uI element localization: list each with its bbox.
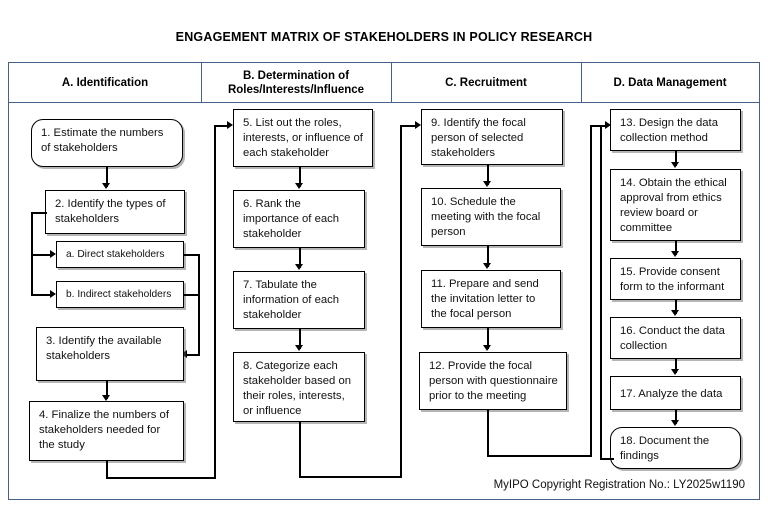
column-header-d-label: D. Data Management (613, 76, 727, 89)
connector-12-right (487, 455, 592, 457)
step-box-5[interactable]: 5. List out the roles, interests, or inf… (233, 109, 373, 167)
step-box-2a[interactable]: a. Direct stakeholders (56, 241, 184, 268)
arrow-16-to-17 (671, 369, 680, 375)
arrow-1-to-2 (102, 183, 111, 189)
step-box-11[interactable]: 11. Prepare and send the invitation lett… (421, 270, 561, 328)
arrow-4-to-5 (227, 121, 233, 129)
step-box-12[interactable]: 12. Provide the focal person with questi… (419, 352, 567, 410)
connector-8-up (400, 125, 402, 477)
arrow-14-to-15 (671, 251, 680, 257)
step-box-9[interactable]: 9. Identify the focal person of selected… (421, 109, 563, 165)
arrow-2-to-a (50, 250, 56, 258)
step-box-16[interactable]: 16. Conduct the data collection (610, 317, 741, 359)
connector-1-to-2 (106, 167, 108, 187)
step-box-2b[interactable]: b. Indirect stakeholders (56, 281, 184, 308)
step-box-3[interactable]: 3. Identify the available stakeholders (36, 327, 184, 381)
step-box-4[interactable]: 4. Finalize the numbers of stakeholders … (29, 401, 184, 461)
column-header-b: B. Determination of Roles/Interests/Infl… (201, 63, 391, 103)
connector-12-to-13 (590, 125, 608, 127)
arrow-8-to-9 (415, 121, 421, 129)
step-box-8[interactable]: 8. Categorize each stakeholder based on … (233, 352, 365, 422)
arrow-9-to-10 (483, 181, 492, 187)
arrow-3-to-4 (102, 395, 111, 401)
connector-15-to-16 (675, 300, 677, 314)
step-box-13[interactable]: 13. Design the data collection method (610, 109, 741, 151)
column-header-row: A. Identification B. Determination of Ro… (9, 63, 759, 103)
connector-18-feedback-bottom (600, 458, 614, 460)
arrow-13-to-14 (671, 162, 680, 168)
arrow-7-to-8 (295, 345, 304, 351)
connector-4-right (106, 477, 216, 479)
step-box-10[interactable]: 10. Schedule the meeting with the focal … (421, 188, 561, 246)
connector-11-to-12 (487, 328, 489, 349)
column-header-c: C. Recruitment (391, 63, 581, 103)
step-box-17[interactable]: 17. Analyze the data (610, 376, 741, 410)
step-box-1[interactable]: 1. Estimate the numbers of stakeholders (31, 119, 183, 167)
connector-12-up (590, 125, 592, 457)
column-header-c-label: C. Recruitment (445, 76, 527, 89)
connector-5-to-6 (299, 167, 301, 187)
step-box-14[interactable]: 14. Obtain the ethical approval from eth… (610, 169, 741, 241)
column-divider-3 (581, 63, 582, 103)
step-box-18[interactable]: 18. Document the findings (610, 427, 741, 469)
connector-14-to-15 (675, 241, 677, 255)
arrow-11-to-12 (483, 345, 492, 351)
connector-a-out (184, 254, 200, 256)
step-box-2[interactable]: 2. Identify the types of stakeholders (45, 190, 185, 234)
connector-12-down (487, 410, 489, 457)
connector-13-to-14 (675, 151, 677, 166)
connector-8-to-9 (400, 125, 418, 127)
arrow-10-to-11 (483, 263, 492, 269)
arrow-5-to-6 (295, 183, 304, 189)
page-title: ENGAGEMENT MATRIX OF STAKEHOLDERS IN POL… (175, 30, 593, 44)
connector-4-up (214, 125, 216, 478)
copyright-note: MyIPO Copyright Registration No.: LY2025… (493, 479, 745, 491)
connector-3-to-4 (106, 381, 108, 399)
step-box-6[interactable]: 6. Rank the importance of each stakehold… (233, 190, 365, 248)
column-header-b-stack: B. Determination of Roles/Interests/Infl… (228, 69, 364, 98)
engagement-matrix-frame: A. Identification B. Determination of Ro… (8, 62, 760, 500)
column-divider-2 (391, 63, 392, 103)
arrow-17-to-18 (671, 420, 680, 426)
connector-2-branch-vertical (31, 212, 33, 295)
connector-10-to-11 (487, 246, 489, 267)
arrow-ab-to-3 (181, 350, 187, 358)
connector-18-feedback-vertical (600, 125, 602, 460)
connector-ab-merge (198, 254, 200, 356)
connector-4-down (106, 461, 108, 479)
connector-6-to-7 (299, 248, 301, 268)
connector-2-to-a (31, 254, 53, 256)
step-box-15[interactable]: 15. Provide consent form to the informan… (610, 258, 741, 300)
arrow-15-to-16 (671, 310, 680, 316)
connector-2-branch-stub (31, 212, 47, 214)
connector-17-to-18 (675, 410, 677, 424)
column-header-b-line1: B. Determination of (242, 69, 350, 82)
connector-2-to-b (31, 294, 53, 296)
step-box-7[interactable]: 7. Tabulate the information of each stak… (233, 271, 365, 329)
arrow-6-to-7 (295, 264, 304, 270)
connector-8-down (299, 422, 301, 478)
connector-8-right (299, 476, 402, 478)
connector-9-to-10 (487, 165, 489, 185)
column-header-b-line2: Roles/Interests/Influence (227, 84, 365, 96)
column-header-a-label: A. Identification (61, 76, 149, 89)
arrow-2-to-b (50, 290, 56, 298)
connector-ab-to-3 (185, 354, 199, 356)
column-header-a: A. Identification (9, 63, 201, 103)
connector-16-to-17 (675, 359, 677, 373)
connector-7-to-8 (299, 329, 301, 349)
arrow-12-to-13 (605, 121, 611, 129)
column-divider-1 (201, 63, 202, 103)
connector-4-to-5 (214, 125, 230, 127)
connector-b-out (184, 294, 200, 296)
column-header-d: D. Data Management (581, 63, 759, 103)
